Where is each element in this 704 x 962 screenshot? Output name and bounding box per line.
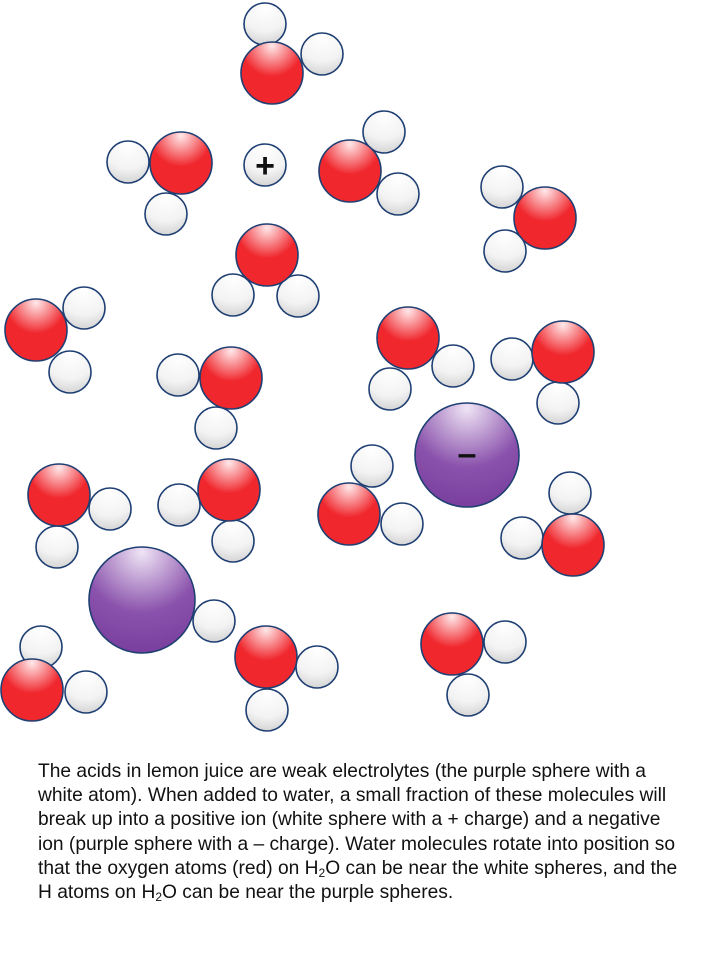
hydrogen-atom (446, 673, 490, 717)
hydrogen-atom (368, 367, 412, 411)
water-electrolyte-diagram: +– (0, 2, 605, 732)
oxygen-atom (27, 463, 91, 527)
hydrogen-atom (431, 344, 475, 388)
hydrogen-atom (106, 140, 150, 184)
electrolyte-sphere (88, 546, 196, 654)
hydrogen-atom (156, 353, 200, 397)
hydrogen-atom (536, 381, 580, 425)
oxygen-atom (0, 658, 64, 722)
hydrogen-atom (376, 172, 420, 216)
oxygen-atom (149, 131, 213, 195)
hydrogen-atom (243, 2, 287, 46)
caption-segment: The acids in lemon juice are weak electr… (38, 761, 676, 879)
hydrogen-atom (300, 32, 344, 76)
positive-charge-label: + (255, 147, 275, 185)
hydrogen-atom (483, 229, 527, 273)
hydrogen-atom (211, 273, 255, 317)
hydrogen-atom (88, 487, 132, 531)
hydrogen-atom (276, 274, 320, 318)
hydrogen-atom (480, 165, 524, 209)
hydrogen-atom (490, 337, 534, 381)
hydrogen-atom (483, 620, 527, 664)
oxygen-atom (376, 306, 440, 370)
hydrogen-atom (157, 483, 201, 527)
oxygen-atom (513, 186, 577, 250)
oxygen-atom (235, 223, 299, 287)
caption-text: The acids in lemon juice are weak electr… (38, 760, 688, 905)
oxygen-atom (317, 482, 381, 546)
hydrogen-atom (295, 645, 339, 689)
oxygen-atom (240, 41, 304, 105)
molecules-layer (0, 2, 605, 732)
electrolyte-hydrogen-atom (192, 599, 236, 643)
caption-segment: O can be near the purple spheres. (162, 882, 454, 904)
caption-segment: O can be near the white spheres, and the… (38, 857, 678, 904)
hydrogen-atom (35, 525, 79, 569)
hydrogen-atom (64, 670, 108, 714)
oxygen-atom (318, 139, 382, 203)
subscript-2: 2 (318, 865, 326, 880)
hydrogen-atom (245, 688, 289, 732)
hydrogen-atom (194, 406, 238, 450)
hydrogen-atom (144, 192, 188, 236)
oxygen-atom (197, 458, 261, 522)
hydrogen-atom (500, 516, 544, 560)
hydrogen-atom (211, 519, 255, 563)
hydrogen-atom (62, 286, 106, 330)
hydrogen-atom (362, 110, 406, 154)
oxygen-atom (199, 346, 263, 410)
oxygen-atom (531, 320, 595, 384)
hydrogen-atom (48, 350, 92, 394)
subscript-2: 2 (155, 890, 162, 905)
hydrogen-atom (380, 502, 424, 546)
negative-ion (414, 402, 520, 508)
oxygen-atom (4, 298, 68, 362)
oxygen-atom (541, 513, 605, 577)
oxygen-atom (420, 612, 484, 676)
negative-charge-label: – (458, 435, 477, 473)
hydrogen-atom (350, 444, 394, 488)
hydrogen-atom (548, 471, 592, 515)
positive-ion (243, 143, 287, 187)
oxygen-atom (234, 625, 298, 689)
